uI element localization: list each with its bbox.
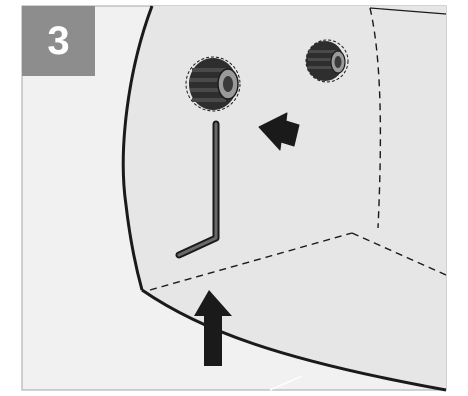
inner-corner-line [369,7,382,229]
insertion-arrow-shade [262,119,296,146]
threaded-insert-small [305,39,349,83]
threaded-insert-large [185,56,241,112]
step-badge: 3 [22,6,95,76]
panel-front-edge [121,5,154,291]
hex-key [177,122,218,257]
lift-arrow-icon [194,290,232,366]
floor-highlight [269,375,303,391]
floor-edge-right [351,232,447,276]
floor-edge-left [149,232,353,291]
step-number: 3 [47,19,70,63]
top-edge [369,7,447,15]
panel-bottom-edge [141,288,447,392]
